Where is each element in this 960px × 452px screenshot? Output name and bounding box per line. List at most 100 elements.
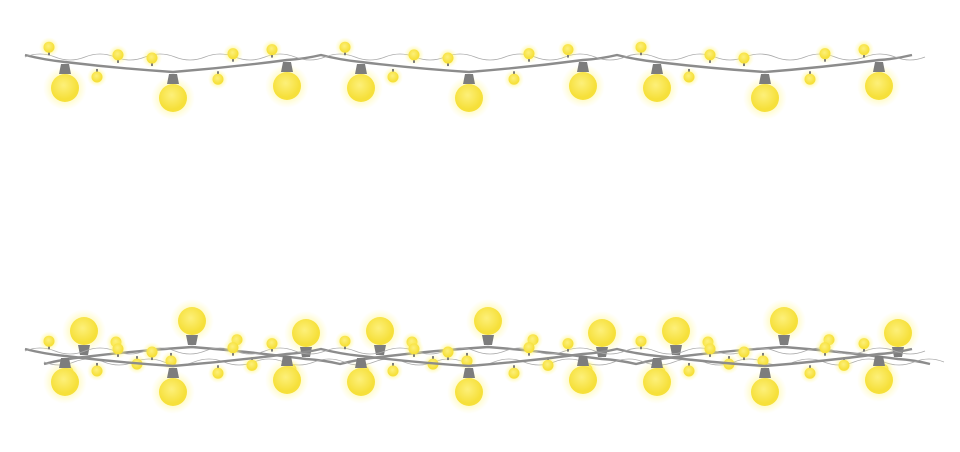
bulb-small [408, 343, 420, 355]
bulb-large [51, 74, 79, 102]
bulb-large [51, 368, 79, 396]
bulb-small [227, 342, 239, 354]
bulb-socket [281, 62, 293, 72]
bulb-large [347, 74, 375, 102]
bulb-small [442, 346, 454, 358]
bulb-socket [577, 356, 589, 366]
bulb-large [455, 378, 483, 406]
bulb-socket [167, 368, 179, 378]
bulb-large [643, 368, 671, 396]
bulb-socket [651, 64, 663, 74]
bulb-large [159, 84, 187, 112]
bulb-small [704, 343, 716, 355]
bulb-small [112, 343, 124, 355]
bulb-small [757, 355, 769, 367]
bulb-large [865, 72, 893, 100]
bulb-small [635, 335, 647, 347]
bulb-socket [59, 64, 71, 74]
bulb-socket [186, 335, 198, 345]
bulb-socket [873, 356, 885, 366]
bulb-large [455, 84, 483, 112]
bulb-small [91, 365, 103, 377]
bulb-small [542, 359, 554, 371]
bulb-small [266, 338, 278, 350]
bulb-small [339, 41, 351, 53]
bulb-small [508, 73, 520, 85]
bulb-small [212, 73, 224, 85]
bulb-large [70, 317, 98, 345]
wire [43, 345, 931, 366]
bulb-socket [374, 345, 386, 355]
bulb-socket [59, 358, 71, 368]
bulb-socket [281, 356, 293, 366]
bulb-small [804, 367, 816, 379]
bulb-small [387, 365, 399, 377]
bulb-socket [355, 358, 367, 368]
bulb-large [884, 319, 912, 347]
bulb-small [683, 365, 695, 377]
bulb-small [562, 44, 574, 56]
wire [24, 53, 913, 74]
bulb-large [178, 307, 206, 335]
bulb-small [146, 52, 158, 64]
bulb-small [91, 71, 103, 83]
light-strand-bottom [24, 299, 945, 414]
bulb-small [442, 52, 454, 64]
bulb-socket [873, 62, 885, 72]
bulb-large [569, 72, 597, 100]
bulb-small [562, 338, 574, 350]
bulb-large [292, 319, 320, 347]
bulb-large [273, 366, 301, 394]
bulb-socket [778, 335, 790, 345]
bulb-small [838, 359, 850, 371]
bulb-large [569, 366, 597, 394]
bulb-small [461, 355, 473, 367]
bulb-socket [759, 74, 771, 84]
bulb-socket [577, 62, 589, 72]
bulb-socket [670, 345, 682, 355]
bulb-small [146, 346, 158, 358]
bulb-small [804, 73, 816, 85]
bulb-large [474, 307, 502, 335]
wire-twist [24, 53, 926, 61]
bulb-large [865, 366, 893, 394]
wire-twist [43, 358, 945, 366]
bulb-small [819, 342, 831, 354]
bulb-small [508, 367, 520, 379]
bulb-large [588, 319, 616, 347]
bulb-small [523, 48, 535, 60]
bulb-large [770, 307, 798, 335]
bulb-large [751, 378, 779, 406]
bulb-small [212, 367, 224, 379]
bulb-large [273, 72, 301, 100]
bulb-small [819, 48, 831, 60]
bulb-large [643, 74, 671, 102]
bulb-small [165, 355, 177, 367]
bulb-small [704, 49, 716, 61]
bulb-socket [355, 64, 367, 74]
bulb-small [858, 338, 870, 350]
bulb-large [366, 317, 394, 345]
bulb-socket [463, 368, 475, 378]
wire [24, 347, 913, 368]
bulb-socket [759, 368, 771, 378]
bulb-small [227, 48, 239, 60]
bulb-small [43, 41, 55, 53]
bulb-small [112, 49, 124, 61]
bulb-large [662, 317, 690, 345]
bulb-socket [651, 358, 663, 368]
bulb-small [738, 346, 750, 358]
bulb-small [246, 359, 258, 371]
bulb-small [738, 52, 750, 64]
bulb-large [159, 378, 187, 406]
bulb-small [523, 342, 535, 354]
bulb-socket [482, 335, 494, 345]
bulb-small [683, 71, 695, 83]
bulb-small [858, 44, 870, 56]
bulb-small [408, 49, 420, 61]
wire-twist [24, 347, 926, 355]
light-strand-top [24, 37, 926, 120]
bulb-small [339, 335, 351, 347]
bulb-socket [167, 74, 179, 84]
